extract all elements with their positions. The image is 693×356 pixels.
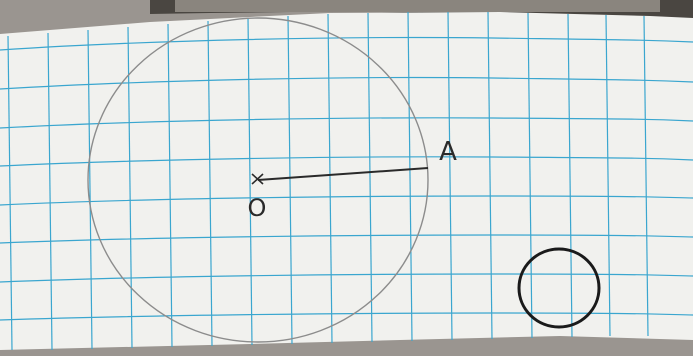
label-a: A (439, 137, 457, 167)
grid-v-14 (527, 12, 533, 339)
grid-v-15 (567, 13, 573, 338)
grid-v-5 (167, 23, 173, 348)
main-circle (87, 17, 429, 343)
grid-v-1 (7, 35, 13, 351)
photo-strip (175, 0, 660, 12)
radius-segment (257, 167, 429, 181)
grid-v-11 (407, 11, 413, 342)
grid-v-17 (643, 15, 649, 337)
small-circle (517, 247, 601, 329)
label-o: O (248, 194, 267, 222)
grid-v-7 (247, 17, 253, 346)
grid-v-2 (47, 32, 53, 351)
grid-h-7 (0, 273, 693, 283)
grid-v-10 (367, 12, 373, 343)
grid (0, 11, 693, 351)
graph-paper (0, 12, 693, 350)
grid-v-6 (207, 20, 213, 347)
grid-v-8 (287, 15, 293, 345)
grid-h-1 (0, 36, 693, 51)
grid-h-5 (0, 195, 693, 206)
grid-v-16 (605, 14, 611, 337)
grid-v-12 (447, 11, 453, 341)
center-cross-icon (251, 173, 264, 185)
grid-v-9 (327, 13, 333, 344)
grid-h-8 (0, 312, 693, 321)
grid-v-4 (127, 26, 133, 349)
grid-h-6 (0, 234, 693, 244)
grid-v-3 (87, 29, 93, 350)
grid-v-13 (487, 11, 493, 340)
